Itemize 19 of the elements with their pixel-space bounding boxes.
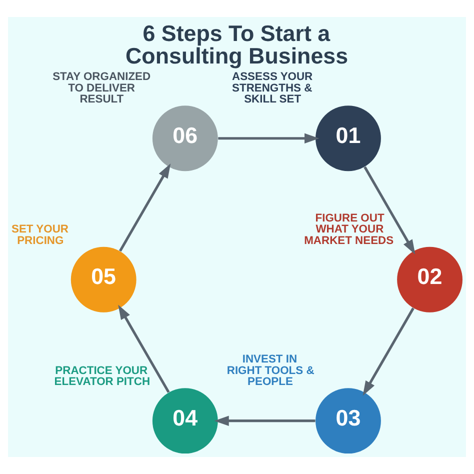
node-circle: 03 bbox=[316, 388, 381, 454]
arrow bbox=[119, 164, 171, 252]
arrow bbox=[218, 133, 320, 144]
arrow bbox=[118, 304, 170, 393]
node-label: PRACTICE YOUR ELEVATOR PITCH bbox=[54, 364, 150, 388]
diagram-title: 6 Steps To Start a Consulting Business bbox=[126, 20, 348, 68]
node-label: SET YOUR PRICING bbox=[12, 224, 69, 247]
node-circle: 06 bbox=[152, 106, 218, 172]
node-circle: 04 bbox=[152, 388, 218, 454]
node-label: STAY ORGANIZED TO DELIVER RESULT bbox=[52, 71, 151, 106]
node-circle: 05 bbox=[70, 246, 136, 312]
node-label: FIGURE OUT WHAT YOUR MARKET NEEDS bbox=[304, 212, 394, 247]
arrow bbox=[364, 166, 416, 254]
arrow bbox=[362, 308, 414, 396]
node-circle: 01 bbox=[316, 106, 381, 172]
arrow bbox=[214, 416, 316, 426]
node-circle: 02 bbox=[397, 246, 462, 312]
node-label: INVEST IN RIGHT TOOLS & PEOPLE bbox=[226, 354, 314, 388]
node-label: ASSESS YOUR STRENGTHS & SKILL SET bbox=[232, 71, 313, 106]
